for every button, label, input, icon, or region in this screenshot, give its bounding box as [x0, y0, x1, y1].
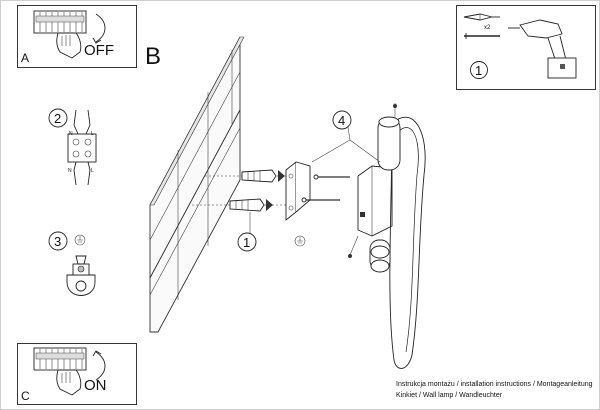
step-circle	[332, 110, 352, 130]
wire-label-l-bottom: L	[91, 168, 94, 174]
step-2: 2 N L N L	[48, 108, 97, 186]
step-3: 3	[48, 231, 96, 296]
step-circle	[237, 232, 257, 252]
lamp-mount-box	[357, 165, 393, 237]
wall-tiles	[149, 36, 245, 333]
step-circle	[48, 108, 68, 128]
arrow-down-icon	[95, 13, 106, 43]
panel-a-frame	[17, 5, 137, 68]
panel-tools-frame	[456, 5, 596, 90]
drill-icon	[508, 19, 577, 79]
panel-c-on-label: ON	[84, 377, 107, 394]
ground-symbol-icon	[294, 235, 306, 247]
caption-line-2: Kinkiet / Wall lamp / Wandleuchter	[396, 392, 503, 399]
mounting-bracket-icon	[285, 161, 311, 221]
panel-b-letter: B	[145, 43, 161, 70]
step-2-number: 2	[54, 111, 61, 126]
ring-lamp-icon	[348, 103, 426, 369]
step-circle	[48, 231, 68, 251]
leader-line	[311, 126, 351, 163]
panel-a-off-label: OFF	[84, 42, 114, 59]
panel-a-letter: A	[21, 51, 29, 65]
fuse-box-icon	[33, 10, 87, 34]
wire-label-n-top: N	[69, 131, 73, 137]
multiplier-label: x2	[484, 25, 491, 31]
step-4-number: 4	[338, 113, 345, 128]
screw-icon	[313, 174, 350, 180]
arrow-up-icon	[95, 351, 106, 381]
panel-c-frame	[17, 343, 137, 405]
ground-terminal-icon	[66, 255, 96, 296]
step-circle	[470, 61, 488, 79]
fuse-box-icon	[33, 347, 87, 371]
wall-anchor-icon	[192, 198, 290, 212]
main-scene: B	[145, 36, 426, 369]
wire-label-n-bottom: N	[68, 168, 72, 174]
tools-step-number: 1	[475, 63, 482, 78]
panel-c-letter: C	[21, 389, 30, 403]
step-3-number: 3	[54, 234, 61, 249]
hand-icon	[56, 32, 82, 59]
terminal-block-icon	[67, 109, 97, 186]
wall-plug-icon	[463, 13, 500, 21]
hand-icon	[56, 369, 82, 396]
screw-icon	[464, 33, 500, 39]
panel-c: C ON	[17, 343, 137, 405]
wall-anchor-icon	[205, 169, 300, 183]
panel-a: A OFF	[17, 5, 137, 68]
screw-icon	[301, 197, 340, 203]
caption-line-1: Instrukcja montażu / installation instru…	[396, 381, 593, 388]
wire-label-l-top: L	[91, 131, 94, 137]
step-1-number: 1	[243, 235, 250, 250]
ground-symbol-icon	[74, 234, 86, 246]
panel-tools: x2 1	[456, 5, 596, 90]
leader-line	[349, 139, 381, 163]
